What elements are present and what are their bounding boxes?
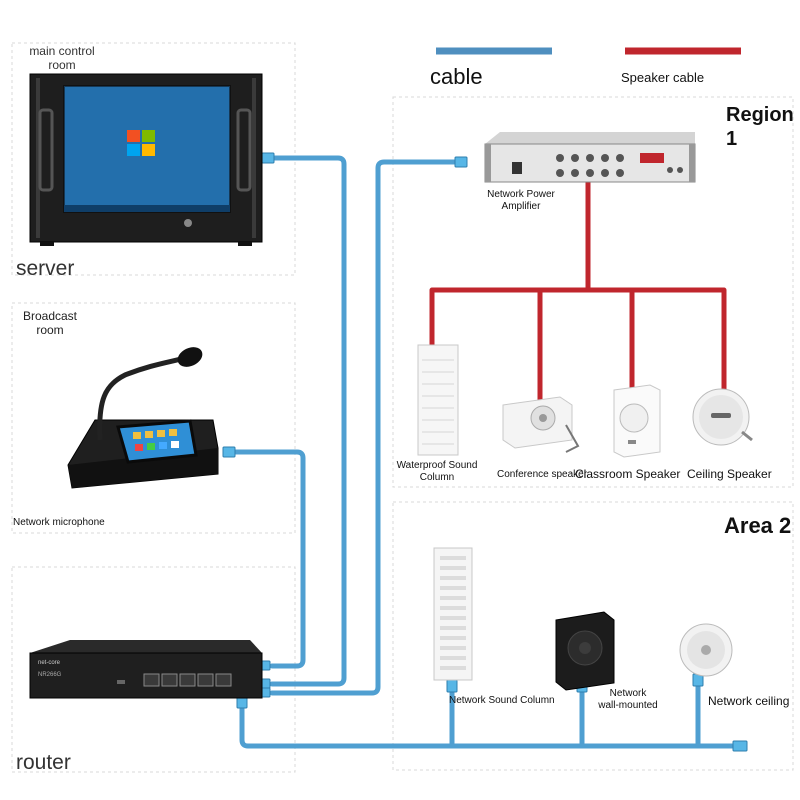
conference-speaker-label: Conference speaker — [497, 469, 588, 480]
router-port — [197, 673, 214, 687]
amplifier-label-line2: Amplifier — [501, 201, 541, 212]
rj45-connector — [454, 156, 468, 168]
amplifier-display — [640, 153, 664, 163]
rj45-connector — [732, 740, 748, 752]
router-frame — [11, 566, 296, 773]
main-control-room-line1: main control — [29, 44, 95, 58]
network-wall-mounted-label: Network wall-mounted — [592, 688, 664, 712]
microphone-head-icon — [177, 347, 203, 367]
router-model-label: NR266G — [38, 672, 62, 678]
speaker-cable-bus — [429, 287, 727, 392]
waterproof-sound-column-device — [417, 344, 459, 456]
waterproof-label-line1: Waterproof Sound — [396, 460, 478, 471]
region1-title: Region 1 — [726, 104, 794, 150]
microphone-touchscreen — [116, 419, 198, 464]
network-microphone-label: Network microphone — [13, 517, 105, 528]
legend-cable-label: cable — [430, 64, 483, 89]
network-sound-column-label: Network Sound Column — [449, 695, 555, 706]
area2-title: Area 2 — [724, 513, 792, 538]
network-power-amplifier-device — [484, 132, 696, 183]
server-monitor — [29, 73, 263, 246]
rj45-connector — [446, 679, 458, 693]
broadcast-room-frame — [11, 302, 296, 534]
router-port — [215, 673, 232, 687]
router-port — [179, 673, 196, 687]
server-label: server — [16, 257, 75, 280]
waterproof-label-line2: Column — [419, 472, 455, 483]
router-ports — [143, 673, 232, 687]
amplifier-label: Network Power Amplifier — [476, 189, 566, 213]
rack-handle-left — [38, 108, 54, 192]
microphone-gooseneck — [97, 355, 186, 441]
cable-amplifier-router — [269, 159, 468, 696]
ceiling-speaker-device — [692, 388, 753, 446]
cable-microphone-router — [230, 449, 306, 669]
router-top — [30, 640, 262, 653]
network-sound-column-device — [433, 547, 473, 681]
network-cables — [230, 155, 738, 749]
area2-frame — [392, 501, 794, 771]
main-control-room-label: main control room — [14, 44, 110, 73]
conference-speaker-device — [502, 396, 580, 453]
wall-mounted-label-line2: wall-mounted — [598, 700, 658, 711]
power-button-icon — [184, 219, 192, 227]
ceiling-speaker-label: Ceiling Speaker — [687, 467, 772, 481]
cable-router-area2 — [239, 697, 738, 749]
wall-mounted-label-line1: Network — [609, 688, 647, 699]
amplifier-power-switch — [512, 162, 522, 174]
rj45-connector — [261, 152, 275, 164]
network-wall-mounted-speaker-device — [555, 611, 615, 691]
main-control-room-line2: room — [48, 58, 76, 73]
router-port — [161, 673, 178, 687]
broadcast-room-label: Broadcast room — [20, 309, 80, 338]
amplifier-label-line1: Network Power — [487, 189, 555, 200]
router-port — [143, 673, 160, 687]
router-label: router — [16, 751, 71, 774]
speaker-cables — [429, 182, 727, 400]
network-ceiling-label: Network ceiling — [708, 694, 790, 708]
region1-frame — [392, 96, 794, 488]
cable-server-router — [269, 155, 347, 687]
windows-logo-icon — [127, 130, 155, 156]
network-ceiling-speaker-device — [679, 623, 733, 677]
waterproof-sound-column-label: Waterproof Sound Column — [394, 460, 480, 484]
legend-speaker-cable-label: Speaker cable — [621, 70, 705, 85]
broadcast-room-line2: room — [36, 323, 64, 338]
classroom-speaker-device — [613, 384, 661, 458]
classroom-speaker-label: Classroom Speaker — [575, 467, 681, 481]
rj45-connector — [222, 446, 236, 458]
router-brand-label: net-core — [38, 660, 61, 666]
rack-handle-right — [236, 108, 252, 192]
network-microphone-device — [67, 347, 219, 489]
router-device: net-core NR266G — [29, 640, 263, 699]
broadcast-room-line1: Broadcast — [22, 309, 78, 323]
